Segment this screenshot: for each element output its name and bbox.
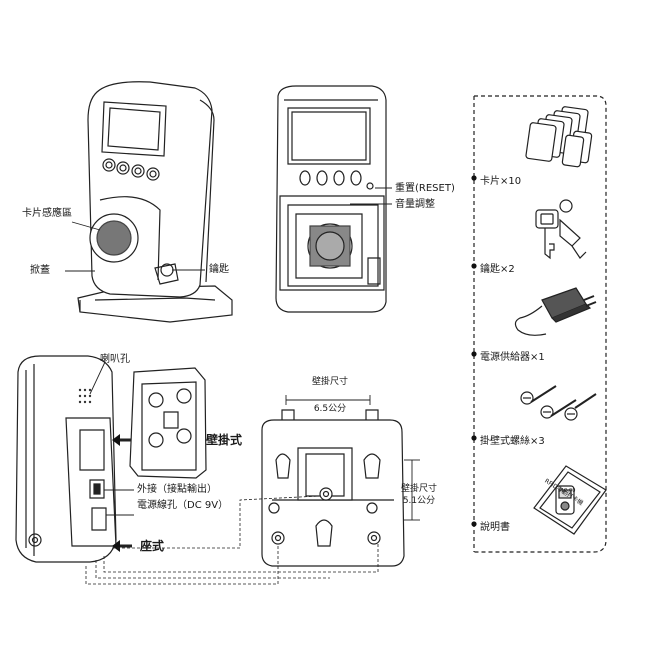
accessory-screws-label: 掛壁式螺絲×3: [480, 436, 545, 447]
connection-lines: [85, 495, 379, 585]
label-key: 鑰匙: [209, 264, 229, 275]
accessory-manual-label: 說明書: [480, 522, 510, 533]
cards-icon: [525, 106, 593, 168]
label-cover: 掀蓋: [30, 265, 50, 276]
dimension-width: [285, 395, 371, 405]
device-angled-view: [65, 81, 233, 323]
device-open-view: [275, 85, 392, 313]
label-volume: 音量調整: [395, 199, 435, 210]
label-wall-mount: 壁掛式: [206, 433, 243, 447]
accessory-keys-label: 鑰匙×2: [480, 264, 515, 275]
dimension-width-value: 6.5公分: [313, 404, 347, 414]
dimension-width-title: 壁掛尺寸: [311, 377, 348, 387]
device-button-1: [102, 158, 116, 172]
manual-cover-clock: 12:00: [561, 488, 576, 494]
accessories-panel: [471, 95, 607, 553]
dimension-height: [404, 459, 420, 521]
keys-icon: [535, 199, 587, 260]
accessory-cards-label: 卡片×10: [480, 176, 522, 187]
screws-icon: [520, 385, 597, 421]
label-desk-mount: 座式: [140, 539, 165, 553]
label-card-area: 卡片感應區: [22, 208, 72, 219]
power-adapter-icon: [514, 287, 597, 336]
accessory-adapter-label: 電源供給器×1: [480, 352, 545, 363]
dimension-height-title: 壁掛尺寸: [400, 484, 437, 494]
label-external: 外接（接點輸出）: [137, 484, 217, 495]
label-speaker: 喇叭孔: [100, 354, 130, 365]
device-side-view: [15, 355, 134, 563]
dimension-height-value: 5.1公分: [402, 496, 436, 506]
speaker-holes: [78, 388, 92, 404]
label-power-jack: 電源線孔（DC 9V）: [137, 500, 229, 511]
device-rear-view: [85, 367, 420, 585]
manual-icon: [533, 465, 607, 535]
label-reset: 重置(RESET): [395, 183, 455, 194]
